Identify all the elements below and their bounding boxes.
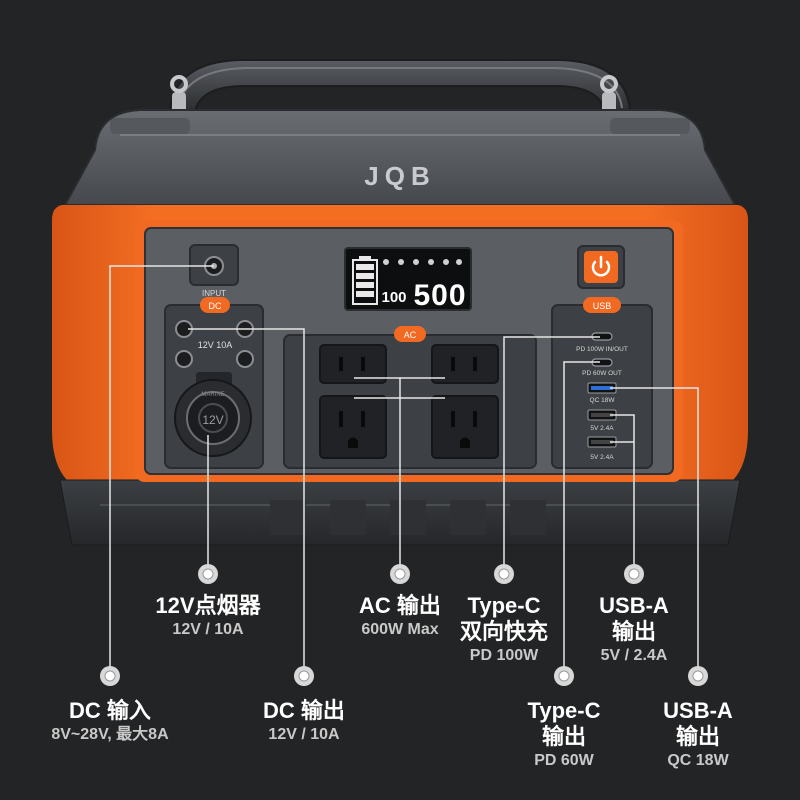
brand-logo: JQB: [364, 161, 435, 191]
lcd-large-readout: 500: [413, 279, 466, 312]
usb-5v-label-2: 5V 2.4A: [590, 454, 614, 461]
cigarette-socket-icon: [198, 403, 228, 433]
callout-title-line2: 输出: [675, 724, 720, 749]
dc-rating-label: 12V 10A: [198, 340, 233, 350]
callout-spec: PD 60W: [534, 752, 594, 769]
ac-tag: AC: [404, 330, 417, 340]
callout-dot: [198, 564, 218, 584]
callout-dot: [100, 666, 120, 686]
callout-spec: 5V / 2.4A: [600, 647, 668, 664]
callout-dc-input: DC 输入 8V~28V, 最大8A: [30, 698, 190, 746]
callout-dot: [554, 666, 574, 686]
ac-outlet-icon: [431, 344, 499, 384]
battery-icon: [352, 256, 378, 305]
power-icon: [591, 255, 611, 277]
usb-pd100-label: PD 100W IN/OUT: [576, 346, 628, 353]
callout-usba-5v: USB-A 输出 5V / 2.4A: [574, 593, 694, 667]
callout-dot: [494, 564, 514, 584]
callout-spec: 600W Max: [361, 621, 439, 638]
usb-tag: USB: [593, 301, 612, 311]
callout-dot: [294, 666, 314, 686]
callout-title-line1: USB-A: [599, 593, 669, 618]
callout-usba-qc: USB-A 输出 QC 18W: [638, 698, 758, 772]
cig-rim-text: MARINE: [201, 392, 224, 398]
ac-outlet[interactable]: [431, 395, 499, 459]
callout-spec: 8V~28V, 最大8A: [51, 726, 169, 743]
callout-dots: [100, 564, 708, 686]
callout-dot: [624, 564, 644, 584]
callout-spec: 12V / 10A: [172, 621, 244, 638]
usb-5v-label-1: 5V 2.4A: [590, 425, 614, 432]
callout-spec: 12V / 10A: [268, 726, 340, 743]
leader-lines: [109, 265, 699, 674]
top-housing: [63, 109, 737, 206]
callout-title-line1: Type-C: [467, 593, 541, 618]
callout-ac-output: AC 输出 600W Max: [335, 593, 465, 641]
callout-dot: [688, 666, 708, 686]
dc-input-port[interactable]: [189, 244, 239, 286]
callout-title: DC 输入: [69, 698, 151, 723]
ac-outlet-icon: [431, 395, 499, 459]
callout-title-line2: 双向快充: [459, 619, 548, 644]
callout-title: AC 输出: [359, 593, 441, 618]
callout-dc-output: DC 输出 12V / 10A: [234, 698, 374, 746]
ac-outlet-icon: [319, 395, 387, 459]
callout-title-line1: Type-C: [527, 698, 601, 723]
callout-title-line2: 输出: [611, 619, 656, 644]
callout-spec: PD 100W: [469, 647, 539, 664]
callout-spec: QC 18W: [667, 752, 729, 769]
input-port-label: INPUT: [202, 289, 226, 298]
ac-outlet[interactable]: [431, 344, 499, 384]
power-button[interactable]: [577, 245, 625, 289]
callout-cig-lighter: 12V点烟器 12V / 10A: [128, 593, 288, 641]
lcd-display: 100 500: [344, 247, 472, 312]
callout-title: DC 输出: [263, 698, 345, 723]
callout-title-line2: 输出: [541, 724, 586, 749]
ac-outlet[interactable]: [319, 344, 387, 384]
lcd-small-readout: 100: [381, 289, 406, 306]
ac-outlet-icon: [319, 344, 387, 384]
cigarette-socket[interactable]: [174, 372, 252, 457]
usb-qc-label: QC 18W: [590, 397, 616, 404]
callout-title-line1: USB-A: [663, 698, 733, 723]
usb-pd60-label: PD 60W OUT: [582, 370, 622, 377]
callout-typec-bidirectional: Type-C 双向快充 PD 100W: [444, 593, 564, 667]
callout-dot: [390, 564, 410, 584]
cig-socket-label: 12V: [202, 413, 223, 427]
ac-outlet[interactable]: [319, 395, 387, 459]
dc-tag: DC: [209, 301, 222, 311]
callout-typec-output: Type-C 输出 PD 60W: [504, 698, 624, 772]
callout-title: 12V点烟器: [155, 593, 261, 618]
